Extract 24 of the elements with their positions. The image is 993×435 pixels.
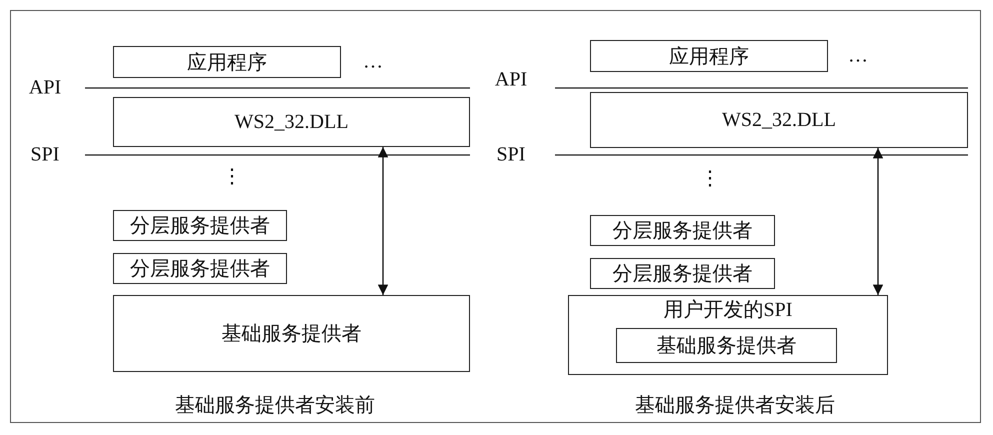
provider-box <box>568 295 888 375</box>
app-box: 应用程序 <box>590 40 828 72</box>
provider-box: 分层服务提供者 <box>590 258 775 289</box>
double-arrow <box>378 147 388 295</box>
provider-box: 分层服务提供者 <box>113 210 287 241</box>
vertical-ellipsis: ⋮ <box>700 166 720 190</box>
dll-box: WS2_32.DLL <box>113 97 470 147</box>
layer-label: API <box>494 68 528 92</box>
layer-label: API <box>28 76 62 100</box>
ellipsis: … <box>363 50 383 74</box>
layer-label: SPI <box>496 144 526 166</box>
provider-box: 基础服务提供者 <box>616 328 837 363</box>
provider-box: 分层服务提供者 <box>113 253 287 284</box>
double-arrow <box>872 148 884 295</box>
app-box: 应用程序 <box>113 46 341 78</box>
ellipsis: … <box>848 44 868 68</box>
caption: 基础服务提供者安装后 <box>635 394 835 418</box>
provider-box: 基础服务提供者 <box>113 295 470 372</box>
caption: 基础服务提供者安装前 <box>175 394 375 418</box>
box-heading: 用户开发的SPI <box>664 298 792 323</box>
layer-label: SPI <box>30 144 60 166</box>
dll-box: WS2_32.DLL <box>590 92 968 148</box>
vertical-ellipsis: ⋮ <box>222 164 242 188</box>
provider-box: 分层服务提供者 <box>590 215 775 246</box>
